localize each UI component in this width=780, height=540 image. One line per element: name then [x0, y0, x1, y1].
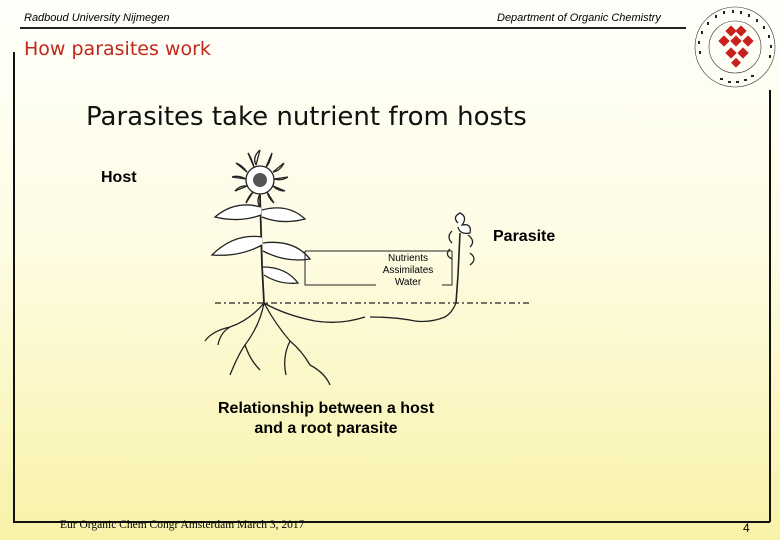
- flow-label-water: Water: [394, 277, 422, 288]
- host-leaf-right-1: [261, 207, 307, 223]
- header-department: Department of Organic Chemistry: [497, 12, 661, 24]
- figure-caption: Relationship between a host and a root p…: [196, 399, 456, 439]
- flow-labels: Nutrients Assimilates Water: [378, 253, 438, 289]
- flow-label-assimilates: Assimilates: [382, 265, 434, 276]
- header-university: Radboud University Nijmegen: [24, 12, 170, 24]
- frame-bottom-border: [13, 521, 770, 523]
- parasite-label: Parasite: [493, 228, 556, 245]
- flow-arrow-left: [304, 251, 376, 286]
- logo-red-diamonds: [718, 25, 754, 68]
- header-divider: [20, 27, 686, 29]
- page-number: 4: [743, 521, 750, 535]
- frame-left-border: [13, 52, 15, 522]
- slide-subtitle: How parasites work: [24, 38, 211, 60]
- flow-arrow-right: [442, 251, 453, 286]
- footer-text: Eur Organic Chem Congr Amsterdam March 3…: [60, 519, 305, 531]
- caption-line-2: and a root parasite: [254, 420, 398, 437]
- host-parasite-illustration: [204, 149, 530, 386]
- host-label: Host: [101, 169, 137, 186]
- caption-line-1: Relationship between a host: [217, 400, 435, 417]
- host-leaf-left-2: [210, 235, 263, 256]
- flow-label-nutrients: Nutrients: [387, 253, 428, 264]
- host-roots: [204, 302, 366, 386]
- nbr-center-logo: [694, 6, 776, 88]
- host-stem: [259, 194, 265, 304]
- host-leaf-left-1: [213, 204, 262, 221]
- slide-title: Parasites take nutrient from hosts: [86, 102, 527, 132]
- parasite-plant: [369, 212, 475, 323]
- host-leaf-right-3: [262, 266, 300, 284]
- logo-ring-text-marks: [698, 10, 772, 83]
- sunflower-head: [231, 149, 289, 208]
- frame-right-border: [769, 90, 771, 522]
- host-leaf-right-2: [262, 241, 312, 261]
